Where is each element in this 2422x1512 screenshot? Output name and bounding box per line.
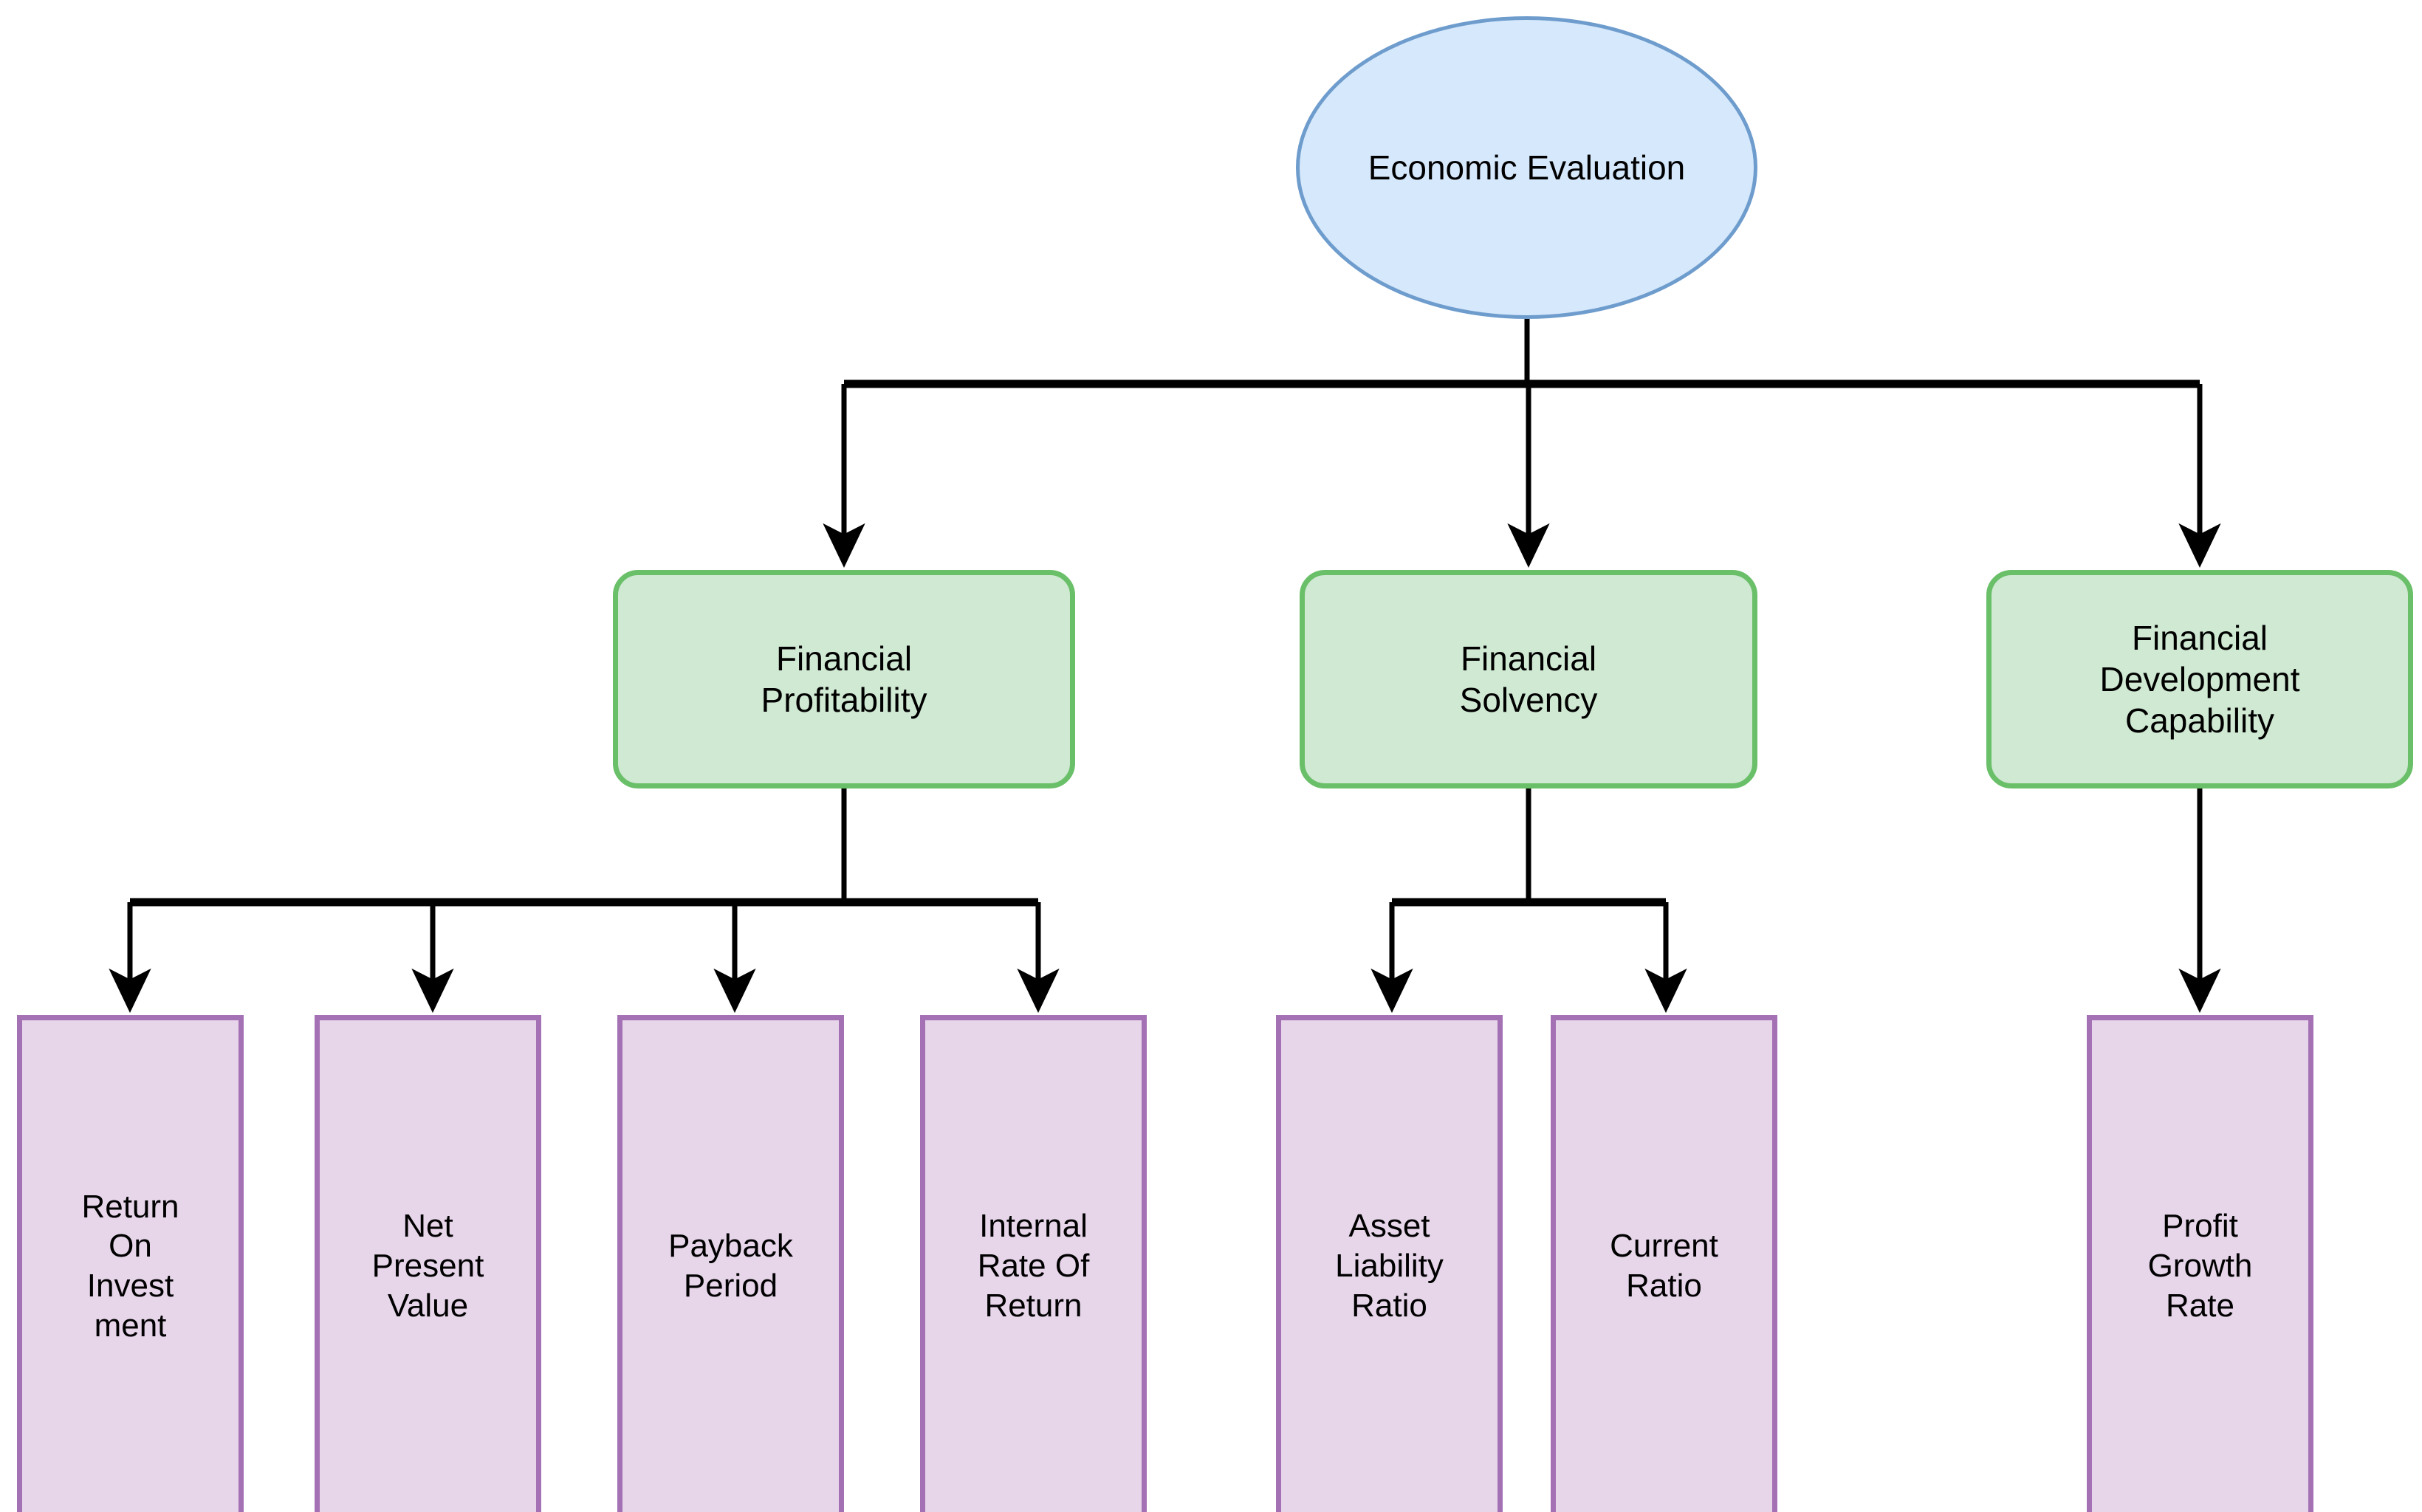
node-financial-solvency[interactable]: Financial Solvency	[1300, 570, 1757, 788]
node-label-financial-profitability: Financial Profitability	[761, 639, 927, 719]
node-internal-rate-of-return[interactable]: Internal Rate Of Return	[920, 1015, 1147, 1512]
node-payback-period[interactable]: Payback Period	[617, 1015, 844, 1512]
node-profit-growth-rate[interactable]: Profit Growth Rate	[2087, 1015, 2313, 1512]
node-net-present-value[interactable]: Net Present Value	[315, 1015, 541, 1512]
node-label-payback-period: Payback Period	[668, 1228, 793, 1304]
node-current-ratio[interactable]: Current Ratio	[1551, 1015, 1777, 1512]
node-financial-development-capability[interactable]: Financial Development Capability	[1986, 570, 2413, 788]
node-label-return-on-investment: Return On Invest ment	[81, 1188, 179, 1344]
node-asset-liability-ratio[interactable]: Asset Liability Ratio	[1276, 1015, 1503, 1512]
node-label-financial-development-capability: Financial Development Capability	[2099, 618, 2300, 740]
node-label-internal-rate-of-return: Internal Rate Of Return	[977, 1208, 1090, 1324]
node-financial-profitability[interactable]: Financial Profitability	[613, 570, 1075, 788]
node-label-asset-liability-ratio: Asset Liability Ratio	[1335, 1208, 1444, 1324]
node-label-financial-solvency: Financial Solvency	[1459, 639, 1598, 719]
node-economic-evaluation[interactable]: Economic Evaluation	[1296, 16, 1757, 319]
node-label-net-present-value: Net Present Value	[371, 1208, 484, 1324]
node-label-current-ratio: Current Ratio	[1610, 1228, 1718, 1304]
node-return-on-investment[interactable]: Return On Invest ment	[17, 1015, 244, 1512]
node-label-economic-evaluation: Economic Evaluation	[1368, 148, 1686, 187]
node-label-profit-growth-rate: Profit Growth Rate	[2147, 1208, 2253, 1324]
